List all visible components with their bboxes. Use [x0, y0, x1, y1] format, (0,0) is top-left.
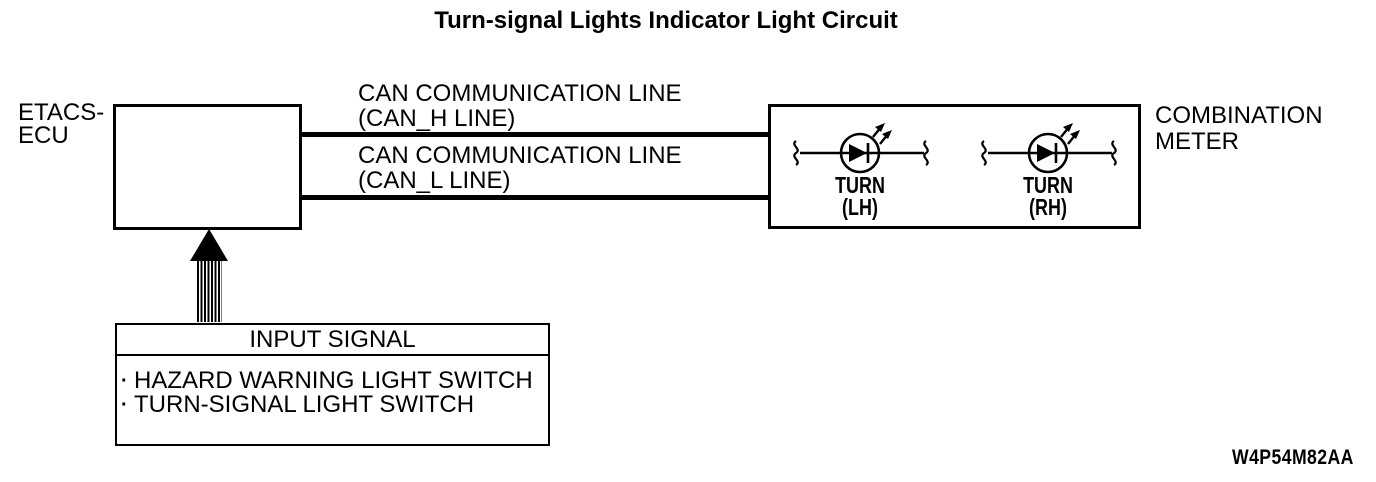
can-l-label-line1: CAN COMMUNICATION LINE [358, 142, 682, 169]
input-signal-item-text: HAZARD WARNING LIGHT SWITCH [134, 367, 533, 394]
can-h-label-line1: CAN COMMUNICATION LINE [358, 80, 682, 107]
combination-meter-box [768, 104, 1141, 229]
can-h-label-line2: (CAN_H LINE) [358, 105, 516, 132]
input-signal-box: INPUT SIGNAL · HAZARD WARNING LIGHT SWITC… [115, 323, 550, 446]
input-signal-items: · HAZARD WARNING LIGHT SWITCH · TURN-SIGNA… [117, 356, 548, 417]
etacs-ecu-label: ETACS- ECU [18, 99, 105, 149]
etacs-ecu-label-line1: ETACS- [18, 99, 105, 126]
bullet-icon: · [121, 394, 128, 416]
input-signal-item-text: TURN-SIGNAL LIGHT SWITCH [134, 391, 475, 418]
can-l-wire [299, 195, 769, 200]
etacs-ecu-label-line2: ECU [18, 122, 69, 149]
turn-rh-label-line2: (RH) [1029, 194, 1067, 220]
turn-lh-label: TURN (LH) [813, 172, 907, 220]
combination-meter-label-line1: COMBINATION [1155, 102, 1323, 129]
combination-meter-label: COMBINATION METER [1155, 103, 1323, 155]
diagram-title: Turn-signal Lights Indicator Light Circu… [434, 7, 898, 34]
can-h-label: CAN COMMUNICATION LINE (CAN_H LINE) [358, 81, 682, 131]
input-signal-item: · TURN-SIGNAL LIGHT SWITCH [121, 393, 548, 417]
etacs-ecu-box [113, 104, 302, 230]
combination-meter-label-line2: METER [1155, 128, 1239, 155]
turn-rh-label-line1: TURN [1023, 172, 1073, 198]
input-signal-header: INPUT SIGNAL [117, 325, 548, 356]
turn-lh-label-line2: (LH) [842, 194, 878, 220]
can-l-label-line2: (CAN_L LINE) [358, 167, 511, 194]
input-signal-item: · HAZARD WARNING LIGHT SWITCH [121, 369, 548, 393]
signal-arrow-head-icon [190, 229, 228, 261]
figure-code: W4P54M82AA [1232, 446, 1354, 469]
can-l-label: CAN COMMUNICATION LINE (CAN_L LINE) [358, 143, 682, 193]
signal-arrow-shaft [197, 259, 222, 322]
turn-lh-label-line1: TURN [835, 172, 885, 198]
turn-rh-led-indicator-icon [981, 123, 1117, 174]
bullet-icon: · [121, 370, 128, 392]
can-h-wire [299, 132, 769, 137]
turn-lh-led-indicator-icon [793, 123, 929, 174]
turn-rh-label: TURN (RH) [1001, 172, 1095, 220]
